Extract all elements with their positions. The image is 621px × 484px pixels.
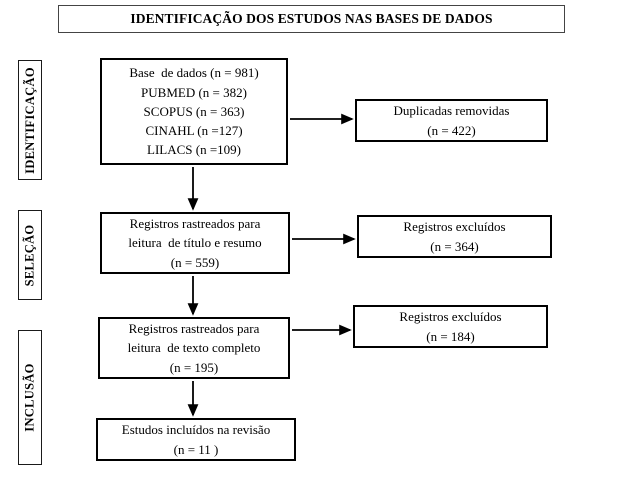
box-line: leitura de título e resumo xyxy=(128,235,262,251)
stage-label-identificacao: IDENTIFICAÇÃO xyxy=(18,60,42,180)
stage-label-selecao: SELEÇÃO xyxy=(18,210,42,300)
box-line: Registros rastreados para xyxy=(128,321,260,337)
box-registros-excluidos-364: Registros excluídos (n = 364) xyxy=(357,215,552,258)
diagram-title-box: IDENTIFICAÇÃO DOS ESTUDOS NAS BASES DE D… xyxy=(58,5,565,33)
stage-label-text: IDENTIFICAÇÃO xyxy=(22,66,37,174)
box-line: (n = 559) xyxy=(170,254,220,270)
box-line: Base de dados (n = 981) xyxy=(129,65,259,81)
box-line: PUBMED (n = 382) xyxy=(141,84,247,100)
box-line: (n = 11 ) xyxy=(173,441,219,457)
box-registros-titulo-resumo: Registros rastreados para leitura de tít… xyxy=(100,212,290,274)
box-registros-excluidos-184: Registros excluídos (n = 184) xyxy=(353,305,548,348)
diagram-title: IDENTIFICAÇÃO DOS ESTUDOS NAS BASES DE D… xyxy=(130,11,493,26)
box-line: LILACS (n =109) xyxy=(147,142,241,158)
box-line: (n = 195) xyxy=(169,359,219,375)
box-line: CINAHL (n =127) xyxy=(145,123,243,139)
stage-label-text: SELEÇÃO xyxy=(22,224,37,286)
box-base-de-dados: Base de dados (n = 981) PUBMED (n = 382)… xyxy=(100,58,288,165)
box-line: (n = 422) xyxy=(427,122,476,138)
box-line: leitura de texto completo xyxy=(127,340,261,356)
box-line: Duplicadas removidas xyxy=(393,103,510,119)
box-line: Registros excluídos xyxy=(403,219,506,235)
box-line: (n = 184) xyxy=(426,328,475,344)
box-registros-texto-completo: Registros rastreados para leitura de tex… xyxy=(98,317,290,379)
box-line: (n = 364) xyxy=(430,238,479,254)
box-duplicadas-removidas: Duplicadas removidas (n = 422) xyxy=(355,99,548,142)
stage-label-inclusao: INCLUSÃO xyxy=(18,330,42,465)
box-estudos-incluidos: Estudos incluídos na revisão (n = 11 ) xyxy=(96,418,296,461)
box-line: Registros rastreados para xyxy=(129,216,261,232)
box-line: Registros excluídos xyxy=(399,309,502,325)
box-line: Estudos incluídos na revisão xyxy=(121,422,271,438)
box-line: SCOPUS (n = 363) xyxy=(143,103,245,119)
stage-label-text: INCLUSÃO xyxy=(22,363,37,432)
